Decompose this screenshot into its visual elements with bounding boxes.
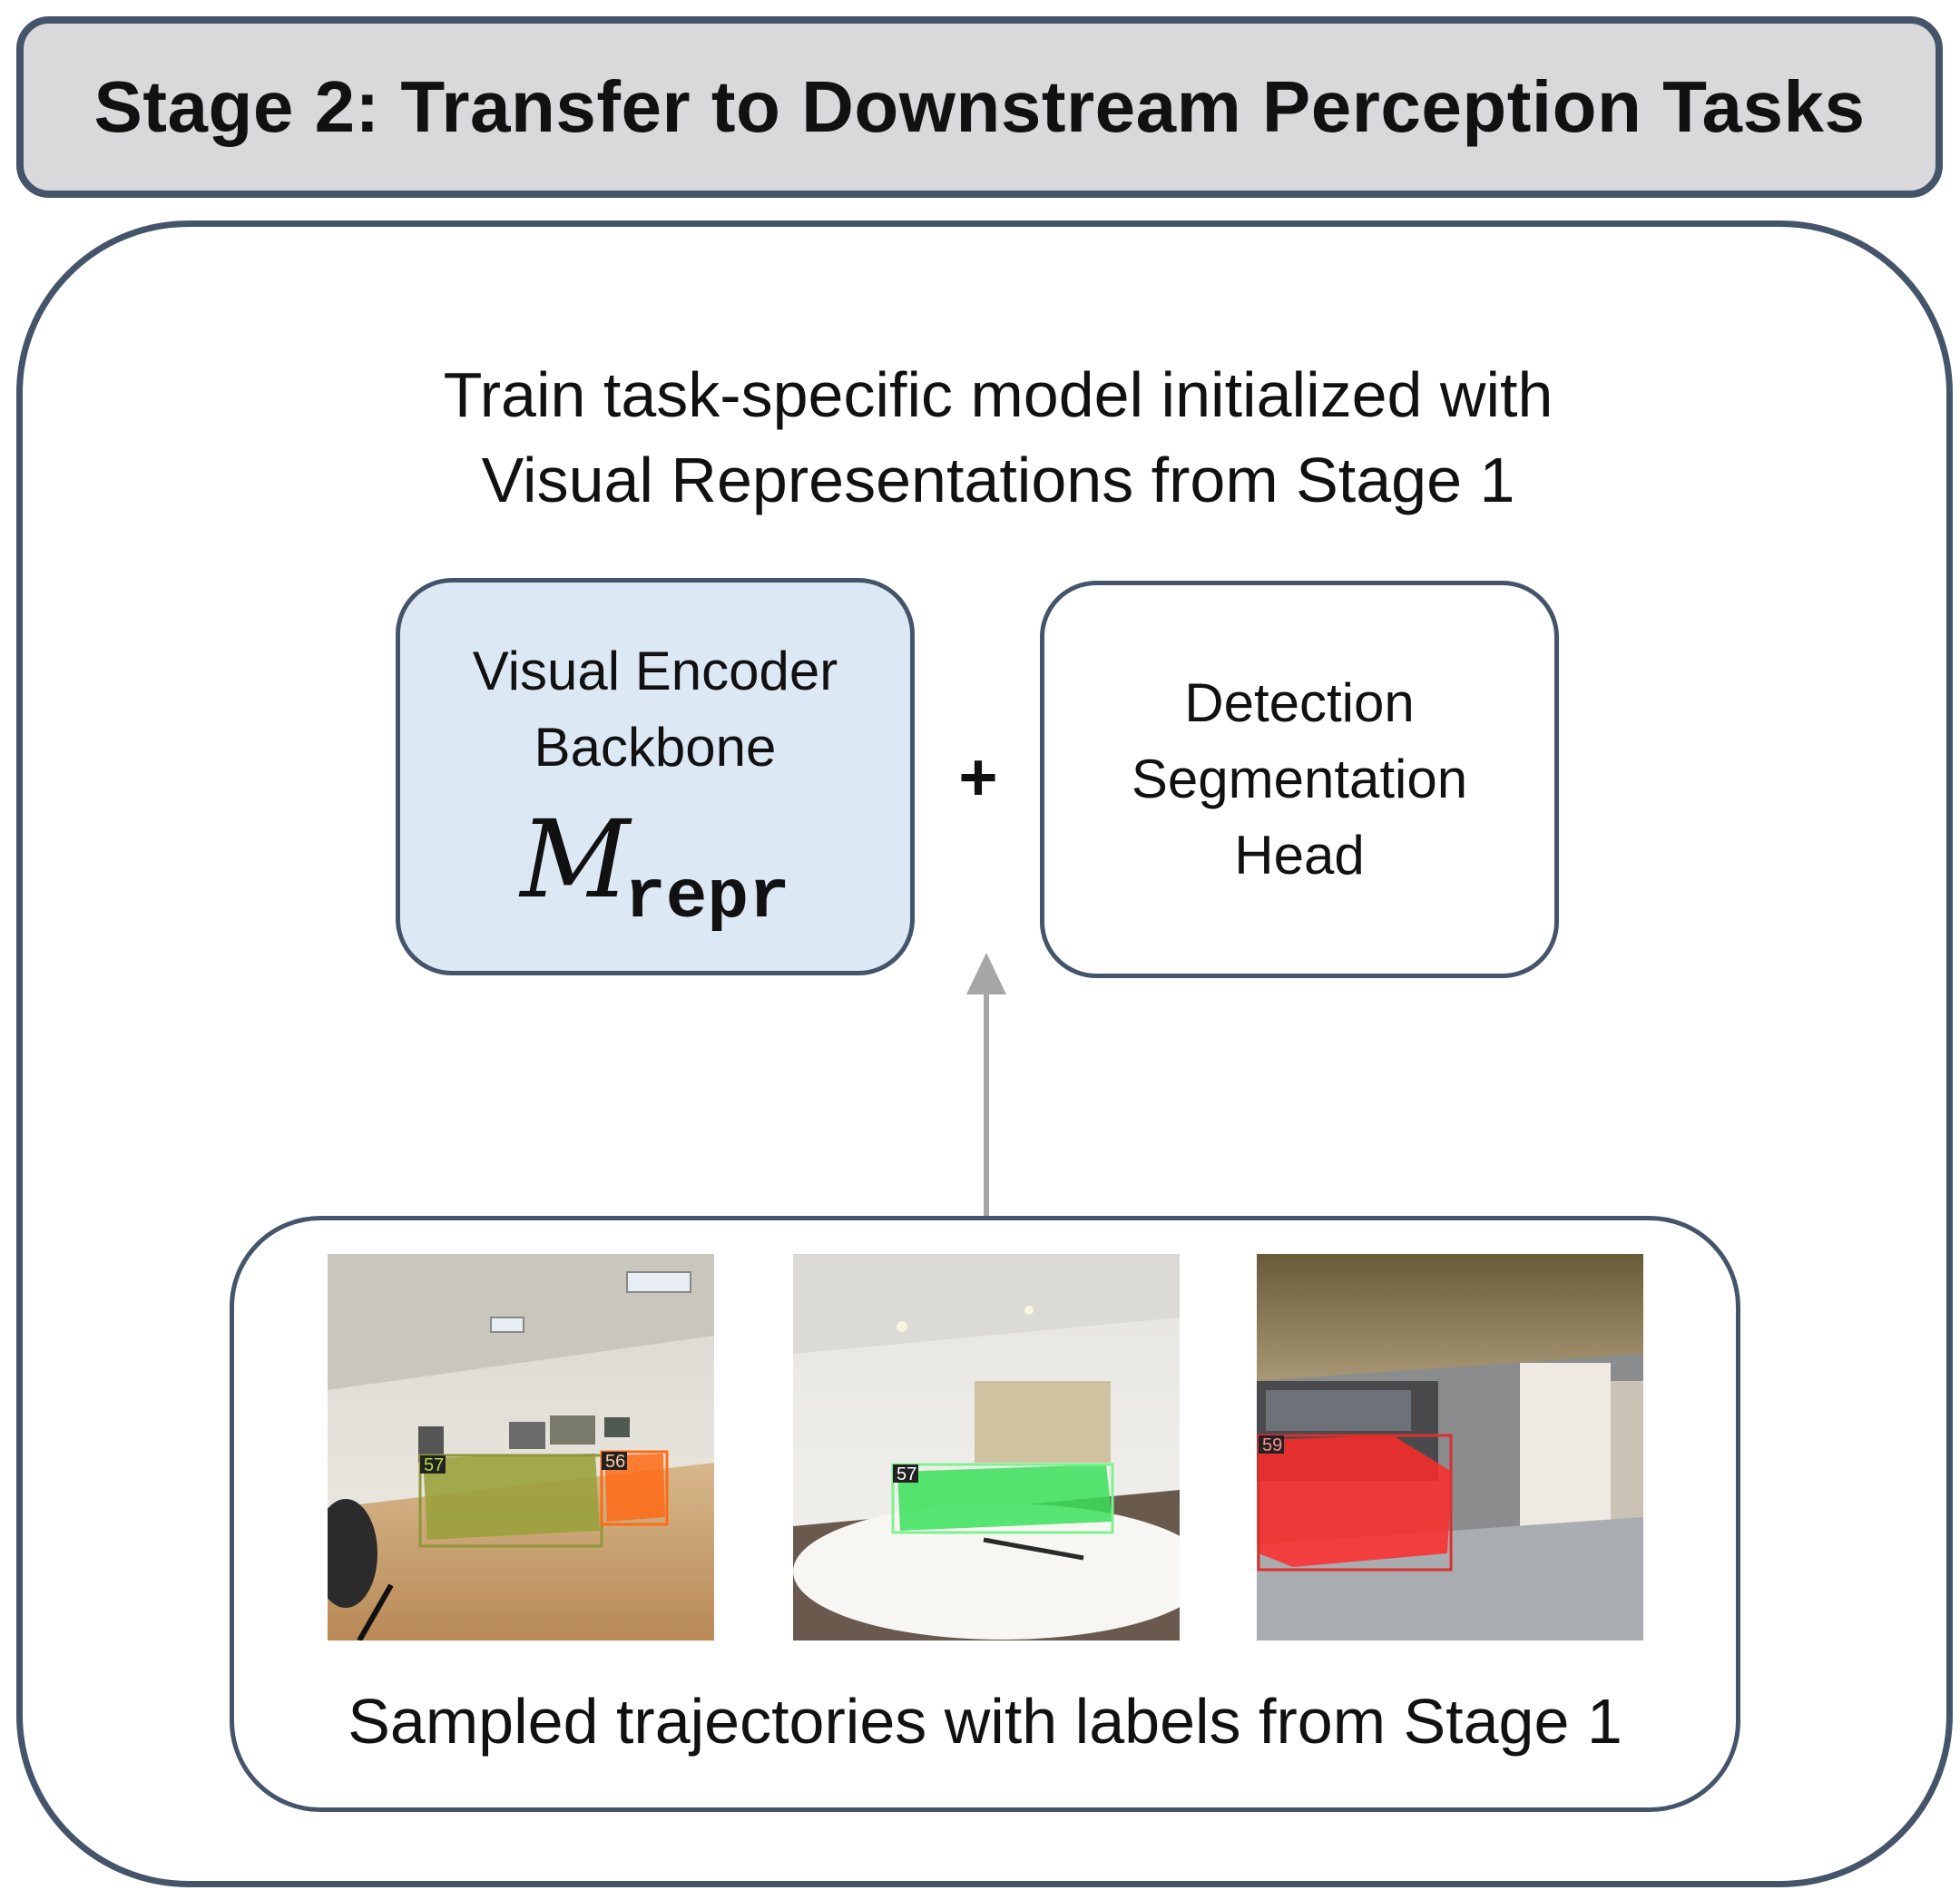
intro-line-2: Visual Representations from Stage 1 [481, 445, 1515, 515]
label-56: 56 [605, 1452, 625, 1472]
samples-caption: Sampled trajectories with labels from St… [348, 1686, 1622, 1757]
visual-encoder-box: Visual Encoder Backbone Mrepr [396, 578, 915, 975]
head-label-line-3: Head [1234, 825, 1365, 886]
intro-line-1: Train task-specific model initialized wi… [443, 359, 1553, 430]
m-repr-symbol: Mrepr [520, 806, 789, 933]
repr-subscript: repr [624, 859, 790, 937]
label-57b: 57 [897, 1464, 916, 1484]
label-57: 57 [424, 1455, 444, 1475]
encoder-label-line-1: Visual Encoder [472, 641, 838, 701]
head-label-line-2: Segmentation [1131, 749, 1468, 809]
sample-image-1: 57 56 [328, 1254, 714, 1640]
stage-title: Stage 2: Transfer to Downstream Percepti… [93, 66, 1866, 147]
stage-header: Stage 2: Transfer to Downstream Percepti… [16, 16, 1943, 198]
head-label-line-1: Detection [1184, 672, 1415, 733]
sample-image-2: 57 [793, 1254, 1180, 1640]
m-symbol: M [520, 797, 631, 922]
plus-sign: + [958, 739, 998, 815]
detection-head-box: Detection Segmentation Head [1040, 581, 1559, 978]
label-59: 59 [1262, 1435, 1282, 1455]
sample-image-3: 59 [1257, 1254, 1643, 1640]
intro-text: Train task-specific model initialized wi… [0, 352, 1960, 523]
encoder-label-line-2: Backbone [534, 717, 777, 778]
